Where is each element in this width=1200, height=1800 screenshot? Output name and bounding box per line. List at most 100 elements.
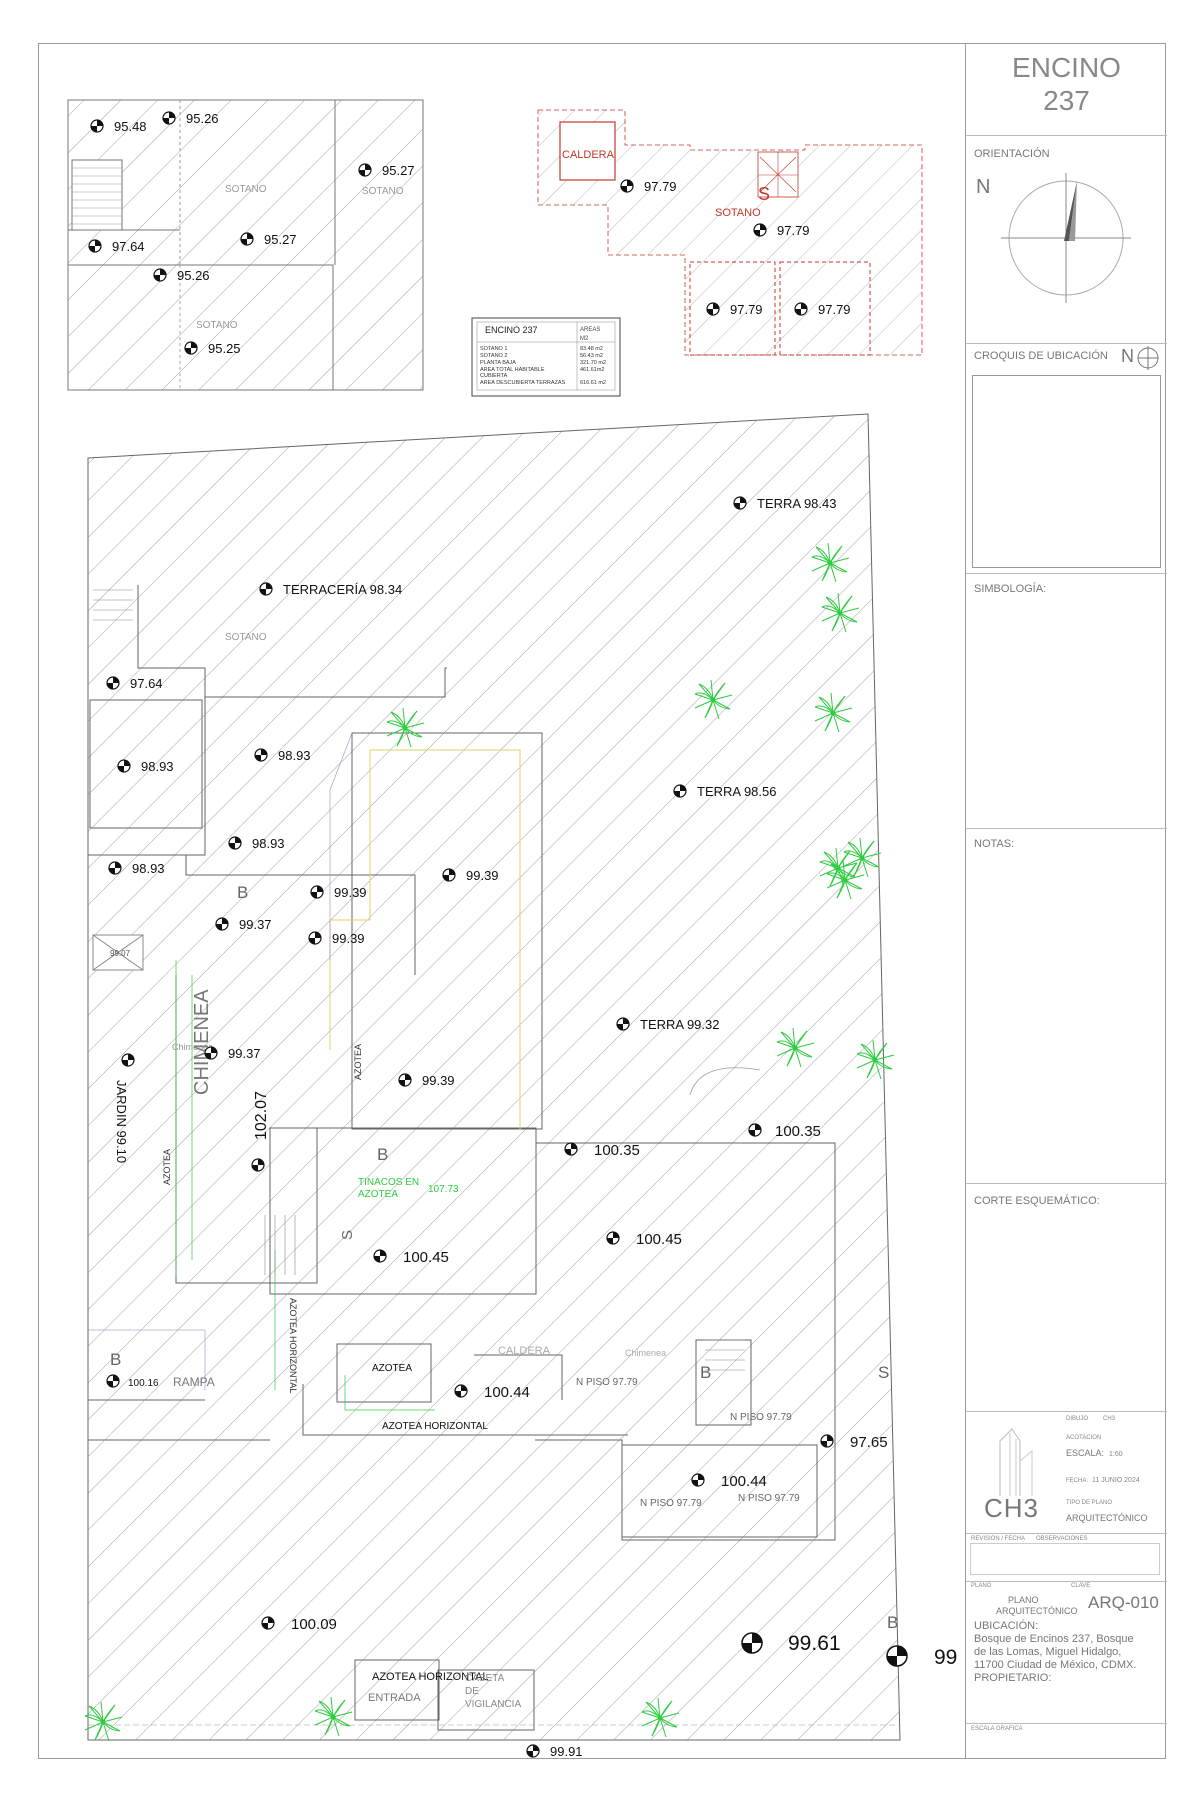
level-label: 98.93: [278, 748, 311, 763]
area-table-col-unit: M2: [580, 336, 589, 342]
section-letter: B: [700, 1363, 711, 1382]
chimenea-small-label: Chimenea: [625, 1348, 666, 1358]
section-letter: B: [887, 1613, 898, 1632]
level-label: 97.79: [644, 179, 677, 194]
terrain-label: TERRACERÍA 98.34: [283, 582, 402, 597]
level-label: 100.35: [594, 1142, 640, 1159]
level-label: 98.93: [141, 759, 174, 774]
floor-level-label: N PISO 97.79: [738, 1493, 800, 1504]
area-row-value: 83.48 m2: [580, 346, 603, 352]
level-label: 99.91: [550, 1744, 583, 1759]
area-table-title: ENCINO 237: [485, 325, 538, 335]
plan-value: ARQUITECTÓNICO: [996, 1606, 1078, 1616]
area-row-value: 56.43 m2: [580, 353, 603, 359]
scale-label: ESCALA:: [1066, 1448, 1105, 1458]
azotea-horizontal-label: AZOTEA HORIZONTAL: [288, 1298, 298, 1393]
address-line: de las Lomas, Miguel Hidalgo,: [974, 1646, 1122, 1658]
tinacos-label: AZOTEA: [358, 1189, 398, 1200]
level-label: 98.93: [252, 836, 285, 851]
plan-type-value: ARQUITECTÓNICO: [1066, 1513, 1148, 1523]
level-label: 95.25: [208, 341, 241, 356]
plan-type-label: TIPO DE PLANO: [1066, 1500, 1113, 1506]
level-label: 100.44: [484, 1384, 530, 1401]
level-label: 97.64: [130, 676, 163, 691]
area-row-name: SOTANO 2: [480, 353, 507, 359]
graphic-scale-label: ESCALA GRAFICA: [971, 1726, 1023, 1732]
level-label: 100.44: [721, 1473, 767, 1490]
owner-label: PROPIETARIO:: [974, 1672, 1052, 1684]
level-label: 99.39: [334, 885, 367, 900]
area-row-name: SOTANO 1: [480, 346, 507, 352]
area-row-value: 461.61m2: [580, 367, 604, 373]
level-label: 97.65: [850, 1434, 888, 1451]
caldera-label: CALDERA: [498, 1345, 551, 1357]
garden-label: JARDIN 99.10: [114, 1080, 129, 1163]
terrain-label: TERRA 98.56: [697, 784, 777, 799]
dimension-label: ACOTACION: [1066, 1435, 1102, 1441]
basement-left-levels: 95.48 95.26 95.27 97.64 95.27 95.26 95.2…: [88, 111, 415, 356]
level-label: 100.45: [403, 1249, 449, 1266]
notes-label: NOTAS:: [974, 838, 1015, 850]
north-small-icon: [1137, 346, 1159, 370]
key-label: CLAVE: [1071, 1583, 1091, 1589]
guard-booth-label: VIGILANCIA: [465, 1699, 521, 1710]
site-labels: TERRA 98.43 TERRACERÍA 98.34 SOTANO 97.6…: [106, 496, 957, 1759]
basement-left-plan: [67, 99, 424, 391]
area-table: ENCINO 237 AREAS M2 SOTANO 1 83.48 m2 SOT…: [471, 317, 621, 397]
floor-level-label: N PISO 97.79: [640, 1498, 702, 1509]
date-value: 11 JUNIO 2024: [1092, 1477, 1140, 1484]
area-row-name: AREA TOTAL HABITABLE: [480, 367, 545, 373]
level-label: 99.37: [228, 1046, 261, 1061]
level-label: 99.39: [422, 1073, 455, 1088]
level-label: 99.37: [239, 917, 272, 932]
level-label: 95.26: [177, 268, 210, 283]
room-label: SOTANO: [225, 184, 267, 195]
location-label: CROQUIS DE UBICACIÓN: [974, 350, 1108, 362]
entrance-label: ENTRADA: [368, 1692, 421, 1704]
level-label: 95.48: [114, 119, 147, 134]
terrain-label: TERRA 98.43: [757, 496, 837, 511]
ch3-logo-icon: [999, 1428, 1033, 1496]
level-label: 98.93: [132, 861, 165, 876]
floor-level-label: N PISO 97.79: [576, 1377, 638, 1388]
address-line: Bosque de Encinos 237, Bosque: [974, 1633, 1134, 1645]
drawing-label: DIBUJO: [1066, 1416, 1089, 1422]
caldera-label: CALDERA: [562, 149, 615, 161]
azotea-label: AZOTEA: [162, 1149, 172, 1185]
north-arrow-icon: [1001, 173, 1131, 303]
area-row-name: PLANTA BAJA: [480, 360, 516, 366]
revision-box: [970, 1543, 1160, 1575]
tinacos-level: 107.73: [428, 1184, 459, 1195]
guard-booth-label: DE: [465, 1686, 479, 1697]
date-label: FECHA:: [1066, 1478, 1089, 1484]
area-row-value: 321.70 m2: [580, 360, 606, 366]
guard-booth-label: CASETA: [465, 1673, 505, 1684]
level-label: 100.09: [291, 1616, 337, 1633]
level-label: 95.26: [186, 111, 219, 126]
azotea-label: AZOTEA: [353, 1044, 363, 1080]
area-table-col-areas: AREAS: [580, 327, 600, 333]
azotea-horizontal-label: AZOTEA HORIZONTAL: [382, 1421, 488, 1432]
plan-value: PLANO: [1008, 1595, 1039, 1605]
area-row-name: CUBIERTA: [480, 373, 508, 379]
level-label: 100.16: [128, 1378, 159, 1389]
level-label: 99: [934, 1646, 957, 1669]
plan-label: PLANO: [971, 1583, 992, 1589]
level-label: 100.35: [775, 1123, 821, 1140]
section-letter: B: [237, 883, 248, 902]
area-row-name: AREA DESCUBIERTA TERRAZAS: [480, 380, 566, 386]
stair-letter: S: [878, 1363, 889, 1382]
level-label: 99.61: [788, 1632, 841, 1655]
orientation-label: ORIENTACIÓN: [974, 148, 1050, 160]
north-letter: N: [976, 176, 991, 198]
level-label: 99.39: [332, 931, 365, 946]
project-number: 237: [1043, 85, 1090, 116]
floor-level-label: N PISO 97.79: [730, 1412, 792, 1423]
room-label: SOTANO: [362, 186, 404, 197]
level-label: 97.79: [777, 223, 810, 238]
stair-letter: S: [339, 1230, 356, 1240]
title-block: ENCINO 237 ORIENTACIÓN N CROQUIS DE UBIC…: [965, 43, 1167, 1759]
project-name: ENCINO: [1012, 52, 1121, 83]
chimenea-label: CHIMENEA: [191, 989, 213, 1095]
